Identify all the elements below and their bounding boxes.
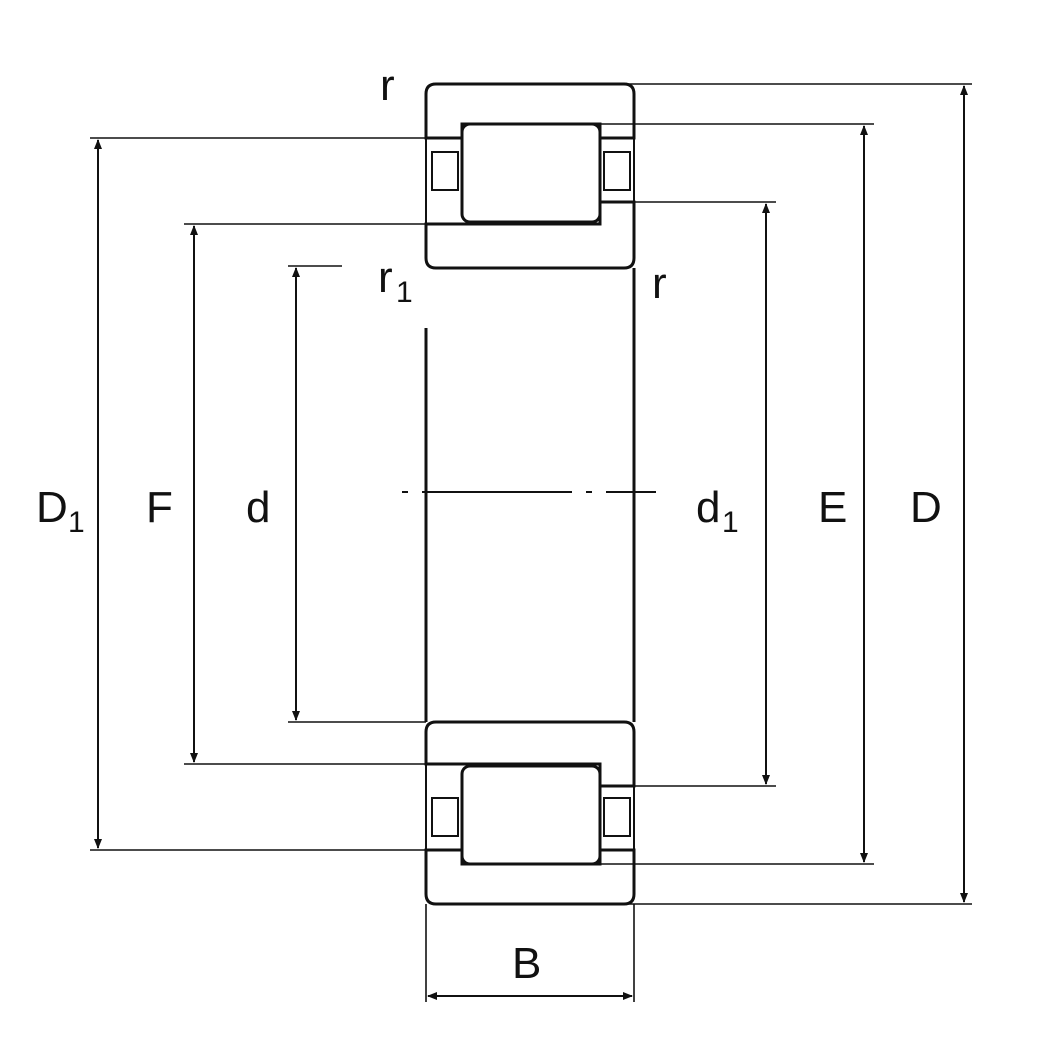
cage-left-top <box>431 151 459 191</box>
label-d1-sub: 1 <box>722 506 739 539</box>
roller-bottom <box>460 764 602 866</box>
cage-right-top <box>603 151 631 191</box>
outer-ring-top <box>424 82 636 140</box>
label-E: E <box>818 483 847 532</box>
outer-ring-bottom <box>424 848 636 906</box>
label-r1-sub: 1 <box>396 276 413 309</box>
label-F: F <box>146 483 173 532</box>
extension-lines <box>90 83 972 1002</box>
label-d1: d <box>696 483 720 532</box>
dimension-lines <box>94 85 968 1000</box>
label-D: D <box>910 483 942 532</box>
inner-ring-bottom <box>424 720 636 788</box>
label-d: d <box>246 483 270 532</box>
top-section <box>424 82 636 270</box>
roller-top <box>460 122 602 224</box>
bottom-section <box>424 720 636 906</box>
label-r-right: r <box>652 259 667 308</box>
label-B: B <box>512 939 541 988</box>
cage-right-bottom <box>603 797 631 837</box>
label-D1-sub: 1 <box>68 506 85 539</box>
label-r-top: r <box>380 61 395 110</box>
label-r1: r <box>378 253 393 302</box>
inner-ring-top <box>424 200 636 270</box>
cage-left-bottom <box>431 797 459 837</box>
label-D1: D <box>36 483 68 532</box>
